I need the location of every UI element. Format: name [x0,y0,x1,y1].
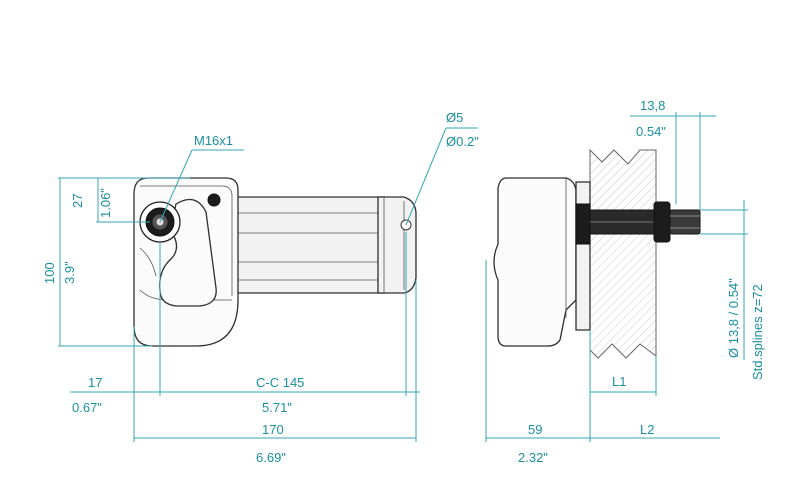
left-offset-in: 0.67" [72,400,102,415]
cc-dim-in: 5.71" [262,400,292,415]
mounting-panel [589,148,657,359]
l2-label: L2 [640,422,654,437]
screw-head [207,193,221,207]
top-dim-mm: 27 [70,194,85,208]
total-dim-in: 6.69" [256,450,286,465]
height-dim-in: 3.9" [62,261,77,284]
front-dimensions: M16x1 Ø5 Ø0.2" 27 1.06" 100 3.9" 17 0.67… [42,110,479,465]
shaft-nut-side [653,201,671,243]
thread-label: M16x1 [194,133,233,148]
shaft-length-mm: 13,8 [640,98,665,113]
shaft-length-in: 0.54" [636,124,666,139]
side-depth-mm: 59 [528,422,542,437]
cc-dim-mm: C-C 145 [256,375,304,390]
shaft-collar [575,203,591,245]
top-dim-in: 1.06" [98,188,113,218]
hole-dia-mm: Ø5 [446,110,463,125]
splines-label: Std.splines z=72 [750,284,765,380]
l1-label: L1 [612,374,626,389]
total-dim-mm: 170 [262,422,284,437]
left-offset-mm: 17 [88,375,102,390]
front-view [133,177,417,347]
side-depth-in: 2.32" [518,450,548,465]
hole-dia-in: Ø0.2" [446,134,479,149]
motor-cylinder [229,196,385,294]
shaft-dia: Ø 13,8 / 0.54" [726,278,741,358]
spline-shaft [669,209,701,235]
side-view [493,148,701,359]
gearbox-side [493,177,577,347]
side-dimensions: 13,8 0.54" Ø 13,8 / 0.54" Std.splines z=… [485,98,765,465]
height-dim-mm: 100 [42,262,57,284]
